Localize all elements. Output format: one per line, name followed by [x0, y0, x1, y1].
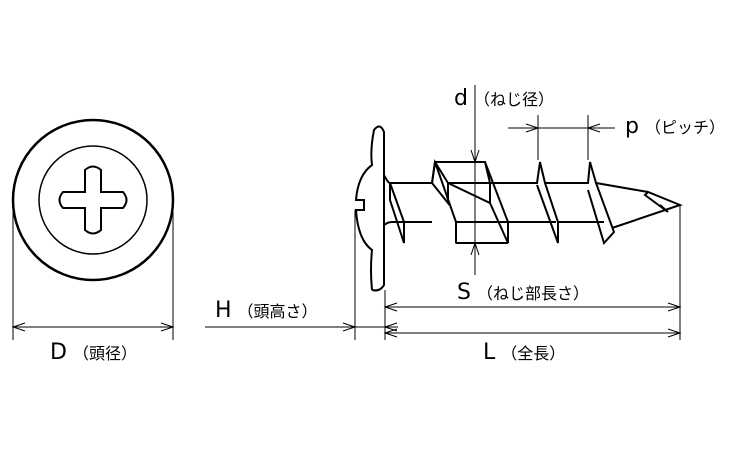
head-flange: [354, 125, 385, 292]
dimension-lines: [205, 85, 682, 340]
phillips-recess: [58, 165, 128, 235]
tip: [595, 182, 683, 229]
label-head-diameter: D（頭径）: [50, 340, 137, 365]
label-thread-length: S（ねじ部長さ）: [457, 280, 589, 305]
label-thread-diameter: d（ねじ径）: [454, 86, 554, 111]
label-head-height: H（頭高さ）: [215, 298, 318, 323]
head-top-view: [11, 118, 175, 282]
thread-4: [545, 161, 616, 245]
label-pitch: p（ピッチ）: [625, 114, 725, 139]
dimension-D: [11, 200, 175, 340]
screw-side-view: [354, 125, 683, 292]
label-total-length: L（全長）: [483, 340, 566, 365]
